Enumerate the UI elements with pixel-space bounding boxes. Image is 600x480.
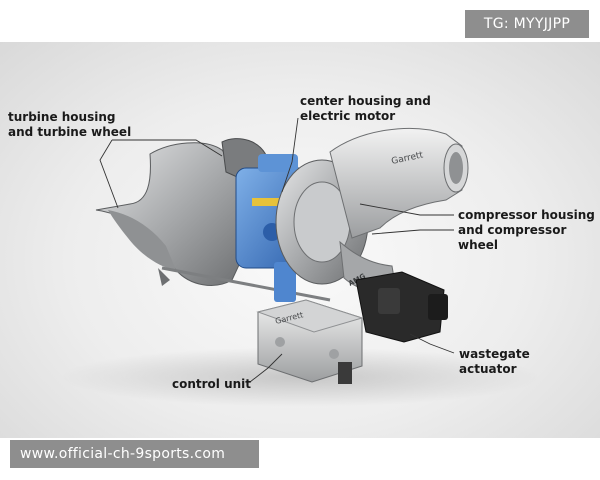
leader-control [249,353,283,383]
label-compressor-housing: compressor housing and compressor wheel [458,208,595,252]
leader-compressor-2 [371,229,454,235]
compressor-housing [275,127,469,293]
leader-turbine [112,139,223,157]
watermark-website-badge: www.official-ch-9sports.com [10,440,259,468]
label-control-unit: control unit [172,377,252,391]
leader-wastegate [409,333,455,354]
diagram-stage: Garrett AMG Garrett [0,42,600,438]
wastegate-actuator [355,271,448,343]
label-turbine-housing: turbine housing and turbine wheel [8,110,132,139]
leader-center [281,117,299,193]
control-unit-body [256,299,364,384]
label-center-housing: center housing and electric motor [300,94,431,123]
watermark-tg-badge: TG: MYYJJPP [465,10,589,38]
label-wastegate-actuator: wastegate actuator [459,347,530,376]
leader-compressor [359,203,454,216]
leader-lines [99,117,455,383]
actuator-rod [161,266,331,302]
turbocharger-illustration: Garrett AMG Garrett [60,117,540,407]
leader-turbine-2 [99,139,119,209]
